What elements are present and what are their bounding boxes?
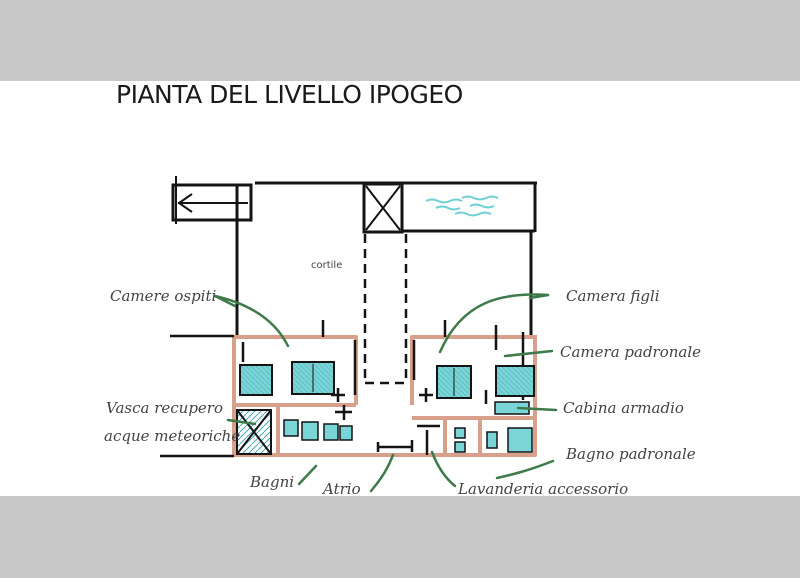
leader-lines: [213, 293, 558, 493]
dashed-corridor: [363, 234, 408, 385]
label-vasca-recupero: Vasca recupero: [106, 399, 223, 417]
label-acque-meteoriche: acque meteoriche: [104, 427, 240, 445]
bed-children: [436, 365, 472, 399]
label-bagno-padronale: Bagno padronale: [565, 445, 696, 463]
arrow-left-icon: [171, 176, 253, 224]
bathroom-fixtures: [283, 401, 533, 453]
cross-box-icon: [362, 182, 404, 234]
page-title: PIANTA DEL LIVELLO IPOGEO: [116, 80, 463, 109]
water-waves-icon: [425, 195, 499, 217]
bed-guest-2: [291, 361, 335, 395]
rainwater-tank: [236, 409, 272, 455]
interior-walls: [160, 320, 525, 458]
top-band: [0, 0, 800, 81]
label-bagni: Bagni: [249, 473, 294, 491]
label-lavanderia: Lavanderia accessorio: [457, 480, 628, 498]
bed-guest-1: [239, 364, 273, 396]
label-camera-padronale: Camera padronale: [560, 343, 701, 361]
label-cortile: cortile: [311, 260, 342, 271]
bottom-band: [0, 496, 800, 578]
label-camere-ospiti: Camere ospiti: [110, 287, 216, 305]
bed-master: [495, 365, 535, 397]
label-cabina-armadio: Cabina armadio: [563, 399, 684, 417]
label-atrio: Atrio: [321, 480, 361, 498]
drawing-panel: [0, 81, 800, 496]
label-camera-figli: Camera figli: [566, 287, 660, 305]
